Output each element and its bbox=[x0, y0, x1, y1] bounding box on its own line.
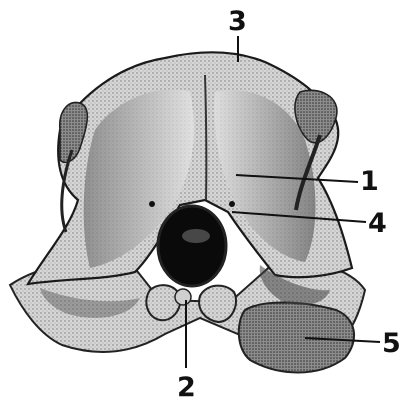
label-4: 4 bbox=[368, 208, 387, 239]
foramen-magnum bbox=[158, 206, 226, 286]
small-foramen-left bbox=[149, 201, 155, 207]
label-5: 5 bbox=[382, 328, 401, 359]
label-3: 3 bbox=[228, 6, 247, 37]
zygomatic-process-right bbox=[239, 303, 354, 373]
small-foramen-right bbox=[229, 201, 235, 207]
label-1: 1 bbox=[360, 166, 379, 197]
foramen-highlight bbox=[182, 229, 210, 243]
label-2: 2 bbox=[177, 372, 196, 403]
